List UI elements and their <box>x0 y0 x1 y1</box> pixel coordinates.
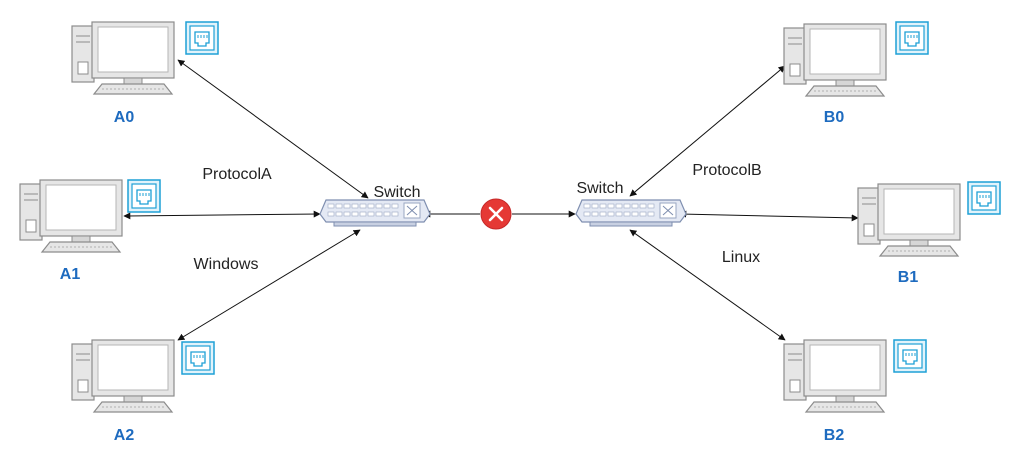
edge-label-protocol-b: ProtocolB <box>692 162 761 179</box>
edge-b2-switch-right <box>629 229 786 341</box>
node-label-b2: B2 <box>824 427 845 444</box>
ethernet-port-icon <box>127 179 161 213</box>
ethernet-port-icon <box>967 181 1001 215</box>
ethernet-port-icon <box>895 21 929 55</box>
computer-a2: A2 <box>71 339 215 444</box>
computer-b1: B1 <box>857 181 1001 286</box>
ethernet-port-icon <box>185 21 219 55</box>
node-label-b1: B1 <box>898 269 919 286</box>
node-label-b0: B0 <box>824 109 845 126</box>
edge-a1-switch-left <box>123 210 321 220</box>
computer-icon <box>783 23 887 97</box>
computer-icon <box>71 21 175 95</box>
computer-a0: A0 <box>71 21 219 126</box>
edge-label-protocol-a: ProtocolA <box>202 166 272 183</box>
node-label-a0: A0 <box>114 109 135 126</box>
computer-b2: B2 <box>783 339 927 444</box>
edge-label-linux: Linux <box>722 249 760 266</box>
switch-icon <box>319 199 431 227</box>
node-label-a1: A1 <box>60 266 81 283</box>
edge-a2-switch-left <box>177 229 361 341</box>
edge-b0-switch-right <box>629 65 786 197</box>
edge-a0-switch-left <box>177 59 369 199</box>
computer-a1: A1 <box>19 179 161 283</box>
switch-left: Switch <box>319 184 431 227</box>
edge-b1-switch-right <box>679 210 859 222</box>
node-label-a2: A2 <box>114 427 135 444</box>
switch-right: Switch <box>575 180 687 227</box>
computer-b0: B0 <box>783 21 929 126</box>
switch-icon <box>575 199 687 227</box>
computer-icon <box>71 339 175 413</box>
switch-label-left: Switch <box>373 184 420 201</box>
ethernet-port-icon <box>893 339 927 373</box>
x-circle-icon <box>480 198 512 230</box>
ethernet-port-icon <box>181 341 215 375</box>
connectors <box>123 59 859 341</box>
switch-label-right: Switch <box>576 180 623 197</box>
edge-label-windows: Windows <box>194 256 259 273</box>
computer-icon <box>783 339 887 413</box>
computer-icon <box>857 183 961 257</box>
computer-icon <box>19 179 123 253</box>
